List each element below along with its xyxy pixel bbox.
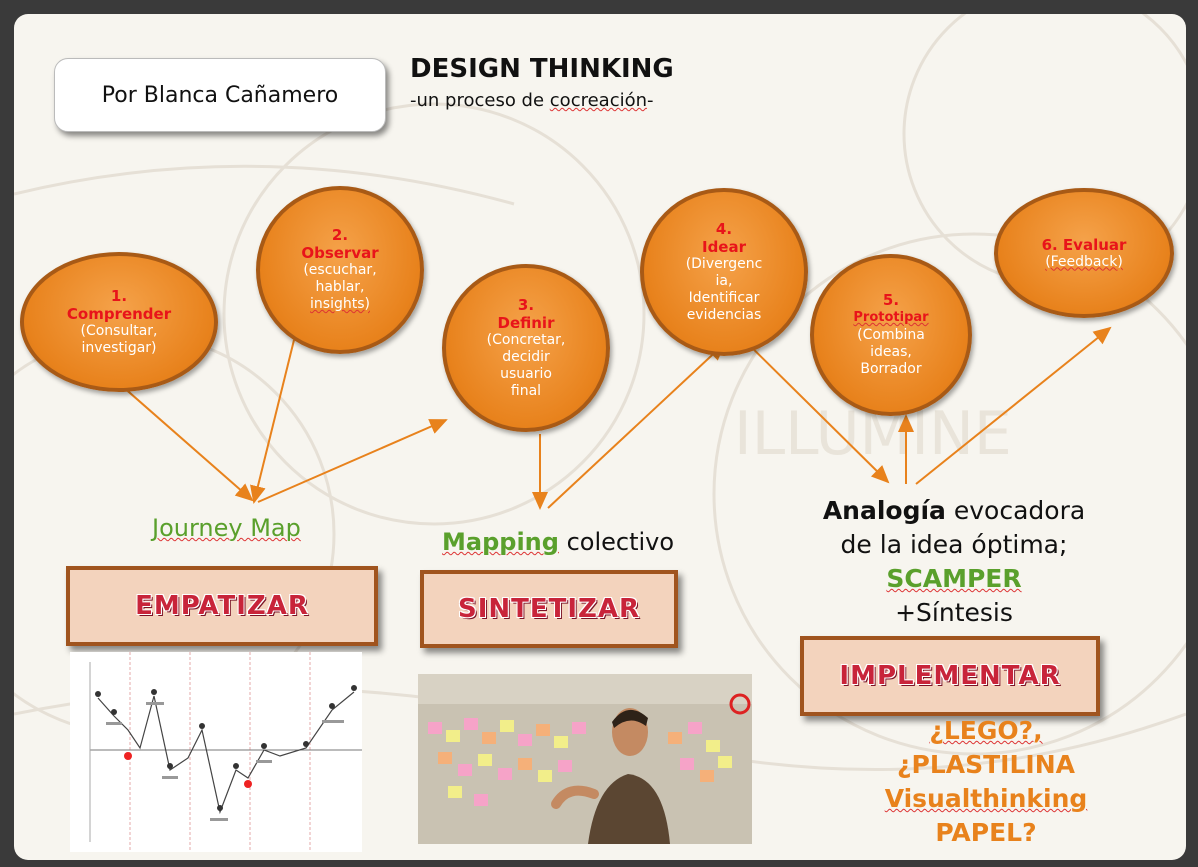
subtitle-suffix: -	[647, 90, 654, 111]
step-idear: 4. Idear (Divergenc ia, Identificar evid…	[640, 188, 808, 356]
materials-list: ¿LEGO?, ¿PLASTILINA Visualthinking PAPEL…	[836, 714, 1136, 850]
step-desc-line: Identificar	[688, 289, 760, 306]
subtitle-word: cocreación	[549, 90, 648, 111]
phase-sintetizar: SINTETIZAR	[420, 570, 678, 648]
step-desc-line: (Divergenc	[685, 255, 763, 272]
step-name: Prototipar	[853, 310, 929, 325]
scamper-label: SCAMPER	[886, 564, 1022, 593]
phase-label: IMPLEMENTAR	[839, 661, 1061, 691]
material-item: ¿LEGO?,	[929, 716, 1043, 745]
step-name: 6. Evaluar	[1041, 235, 1127, 254]
step-desc-line: hablar,	[315, 279, 365, 295]
step-name: Definir	[497, 313, 555, 332]
step-desc-line: (escuchar,	[303, 262, 377, 278]
mapping-rest: colectivo	[558, 528, 675, 556]
mapping-bold: Mapping	[442, 528, 559, 556]
step-name: Comprender	[66, 304, 172, 323]
page-subtitle: -un proceso de cocreación-	[410, 90, 654, 111]
mapping-label: Mapping colectivo	[442, 528, 674, 556]
step-desc-line: (Combina	[857, 327, 925, 343]
step-number: 1.	[110, 286, 128, 305]
step-desc-line: usuario	[500, 365, 552, 382]
material-item: Visualthinking	[884, 784, 1088, 813]
journey-map-label: Journey Map	[152, 514, 301, 542]
step-desc-line: evidencias	[686, 306, 762, 323]
step-desc-line: Borrador	[860, 361, 922, 377]
step-evaluar: 6. Evaluar (Feedback)	[994, 188, 1174, 318]
step-observar: 2. Observar (escuchar, hablar, insights)	[256, 186, 424, 354]
step-desc-line: final	[510, 382, 542, 399]
journey-map-graphic	[89, 652, 362, 852]
step-desc-line: investigar)	[81, 339, 157, 356]
journey-map-image	[70, 652, 362, 852]
author-box: Por Blanca Cañamero	[54, 58, 386, 132]
page-title: DESIGN THINKING	[410, 54, 674, 84]
slide: ILLUMINE Por Blanca Cañamero DESIGN THIN…	[14, 14, 1186, 860]
analogia-label: Analogía evocadora de la idea óptima; SC…	[784, 494, 1124, 630]
journey-map-text: Journey Map	[152, 514, 301, 542]
material-item: PAPEL?	[935, 818, 1037, 847]
analogia-line2: de la idea óptima;	[840, 530, 1068, 559]
subtitle-prefix: -un proceso de	[410, 90, 550, 111]
phase-empatizar: EMPATIZAR	[66, 566, 378, 646]
step-prototipar: 5. Prototipar (Combina ideas, Borrador	[810, 254, 972, 416]
step-number: 3.	[517, 295, 535, 314]
step-number: 5.	[882, 291, 900, 309]
analogia-rest: evocadora	[945, 496, 1086, 525]
step-desc-line: insights)	[310, 296, 370, 312]
step-name: Observar	[301, 244, 379, 262]
step-desc-line: (Feedback)	[1045, 253, 1123, 270]
step-desc-line: decidir	[502, 348, 550, 365]
step-desc-line: (Consultar,	[80, 322, 158, 339]
mapping-photo	[418, 674, 752, 844]
step-number: 2.	[331, 226, 349, 244]
analogia-line1: Analogía evocadora	[784, 494, 1124, 528]
analogia-bold: Analogía	[822, 496, 946, 525]
material-item: ¿PLASTILINA	[897, 750, 1075, 779]
mapping-photo-graphic	[418, 674, 752, 844]
step-comprender: 1. Comprender (Consultar, investigar)	[20, 252, 218, 392]
phase-label: EMPATIZAR	[135, 591, 309, 621]
step-desc-line: (Concretar,	[486, 331, 566, 348]
sintesis-label: +Síntesis	[895, 598, 1013, 627]
step-desc-line: ideas,	[870, 344, 912, 360]
step-name: Idear	[701, 237, 746, 256]
phase-label: SINTETIZAR	[457, 594, 641, 624]
author-label: Por Blanca Cañamero	[101, 82, 339, 108]
step-desc-line: ia,	[715, 272, 733, 289]
step-definir: 3. Definir (Concretar, decidir usuario f…	[442, 264, 610, 432]
step-number: 4.	[715, 219, 733, 238]
phase-implementar: IMPLEMENTAR	[800, 636, 1100, 716]
